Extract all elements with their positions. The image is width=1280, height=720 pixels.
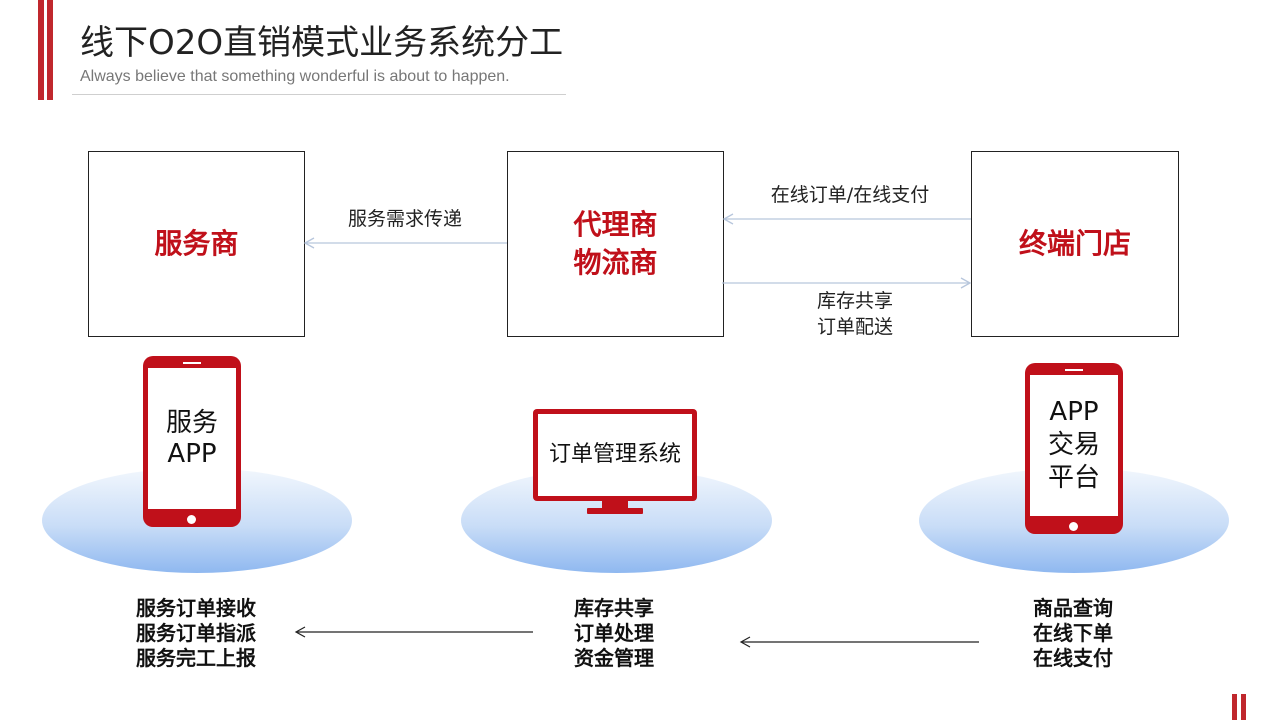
monitor-base [587, 508, 643, 514]
order-system-text: 订单管理系统 [548, 442, 681, 467]
arrow-store-to-agent [722, 213, 971, 225]
service-provider-box: 服务商 [88, 151, 305, 337]
monitor-neck [602, 501, 628, 509]
trading-app-text: APP 交易 平台 [1047, 397, 1100, 493]
header-accent-bar-left [38, 0, 44, 100]
title-underline [72, 94, 566, 95]
phone-screen: APP 交易 平台 [1030, 375, 1118, 516]
phone-home-button-icon [187, 515, 196, 524]
phone-speaker-icon [183, 362, 201, 364]
terminal-store-label: 终端门店 [1018, 227, 1131, 260]
footer-accent-bar-right [1241, 694, 1246, 720]
monitor-screen: 订单管理系统 [538, 414, 692, 496]
agent-label: 代理商 物流商 [573, 208, 658, 279]
page-title: 线下O2O直销模式业务系统分工 [80, 23, 564, 63]
service-app-phone: 服务 APP [143, 356, 241, 527]
service-provider-functions: 服务订单接收 服务订单指派 服务完工上报 [136, 596, 256, 670]
arrow-agent-to-store [722, 277, 972, 289]
trading-app-phone: APP 交易 平台 [1025, 363, 1123, 534]
arrow-agent-to-service [303, 237, 507, 249]
monitor-icon: 订单管理系统 [533, 409, 697, 514]
service-app-text: 服务 APP [165, 407, 218, 469]
agent-functions: 库存共享 订单处理 资金管理 [574, 596, 654, 670]
edge-label-inventory-delivery: 库存共享 订单配送 [816, 290, 893, 338]
terminal-store-functions: 商品查询 在线下单 在线支付 [1033, 596, 1113, 670]
monitor-frame: 订单管理系统 [533, 409, 697, 501]
service-provider-label: 服务商 [154, 227, 239, 260]
phone-home-button-icon [1069, 522, 1078, 531]
arrow-bottom-left [294, 626, 533, 638]
edge-label-demand: 服务需求传递 [347, 208, 462, 230]
footer-accent-bar-left [1232, 694, 1237, 720]
edge-label-online-order: 在线订单/在线支付 [770, 184, 930, 206]
arrow-bottom-right [739, 636, 979, 648]
page-subtitle: Always believe that something wonderful … [80, 68, 510, 85]
agent-box: 代理商 物流商 [507, 151, 724, 337]
terminal-store-box: 终端门店 [971, 151, 1179, 337]
header-accent-bar-right [47, 0, 53, 100]
phone-screen: 服务 APP [148, 368, 236, 509]
phone-speaker-icon [1065, 369, 1083, 371]
